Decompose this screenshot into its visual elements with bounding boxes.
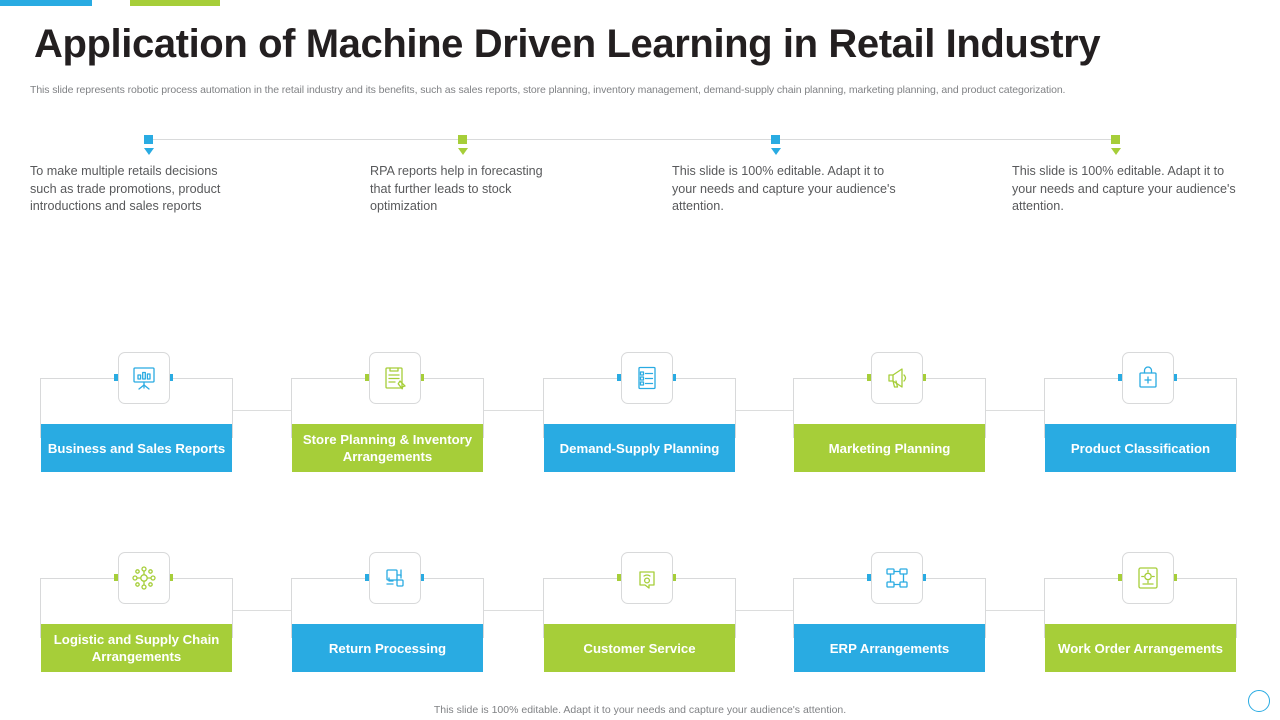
timeline-node-text: This slide is 100% editable. Adapt it to… xyxy=(672,164,896,213)
page-subtitle: This slide represents robotic process au… xyxy=(30,84,1066,96)
card-label-text: Customer Service xyxy=(583,640,696,656)
card-label-text: Logistic and Supply Chain Arrangements xyxy=(53,632,220,664)
card-label-text: Store Planning & Inventory Arrangements xyxy=(302,432,473,464)
card-connector-line xyxy=(736,610,793,611)
card-marker-dot-right xyxy=(166,574,173,581)
clipboard-store-icon xyxy=(368,352,421,404)
card-label: Marketing Planning xyxy=(794,424,985,472)
card-label: Demand-Supply Planning xyxy=(544,424,735,472)
timeline-marker-square xyxy=(771,135,780,144)
card-marker-dot-right xyxy=(669,374,676,381)
top-accent-bars xyxy=(0,0,220,6)
card-label-text: Demand-Supply Planning xyxy=(559,440,720,456)
work-order-icon xyxy=(1121,552,1174,604)
presentation-chart-icon xyxy=(117,352,170,404)
headset-support-icon xyxy=(620,552,673,604)
card-label-text: Product Classification xyxy=(1070,440,1211,456)
card-connector-line xyxy=(484,410,543,411)
card-label: Logistic and Supply Chain Arrangements xyxy=(41,624,232,672)
card-label: Work Order Arrangements xyxy=(1045,624,1236,672)
card-connector-line xyxy=(233,410,291,411)
card-connector-line xyxy=(986,610,1044,611)
card-marker-dot-right xyxy=(1170,374,1177,381)
card-label: Business and Sales Reports xyxy=(41,424,232,472)
card-label-text: Marketing Planning xyxy=(828,440,951,456)
card-marker-dot-right xyxy=(1170,574,1177,581)
megaphone-icon xyxy=(870,352,923,404)
card-label: Product Classification xyxy=(1045,424,1236,472)
timeline-axis xyxy=(148,139,1120,140)
card-marker-dot-right xyxy=(919,574,926,581)
card-connector-line xyxy=(233,610,291,611)
page-title: Application of Machine Driven Learning i… xyxy=(34,22,1101,66)
card-label: ERP Arrangements xyxy=(794,624,985,672)
product-tag-icon xyxy=(1121,352,1174,404)
checklist-icon xyxy=(620,352,673,404)
timeline-marker-square xyxy=(144,135,153,144)
card-label-text: Return Processing xyxy=(328,640,447,656)
corner-circle-decoration xyxy=(1248,690,1270,712)
card-marker-dot-right xyxy=(417,574,424,581)
return-box-icon xyxy=(368,552,421,604)
timeline-marker-square xyxy=(458,135,467,144)
footer-note: This slide is 100% editable. Adapt it to… xyxy=(433,704,847,716)
accent-bar-blue xyxy=(0,0,92,6)
timeline-caret-icon xyxy=(771,148,781,155)
card-label-text: ERP Arrangements xyxy=(829,640,950,656)
card-label: Customer Service xyxy=(544,624,735,672)
card-connector-line xyxy=(736,410,793,411)
timeline-marker-square xyxy=(1111,135,1120,144)
card-label: Store Planning & Inventory Arrangements xyxy=(292,424,483,472)
timeline-node-text: This slide is 100% editable. Adapt it to… xyxy=(1012,164,1236,213)
card-marker-dot-right xyxy=(919,374,926,381)
timeline-caret-icon xyxy=(458,148,468,155)
card-marker-dot-right xyxy=(669,574,676,581)
card-marker-dot-right xyxy=(417,374,424,381)
accent-bar-green xyxy=(130,0,220,6)
erp-diagram-icon xyxy=(870,552,923,604)
card-label-text: Work Order Arrangements xyxy=(1058,640,1223,656)
network-node-icon xyxy=(117,552,170,604)
card-marker-dot-right xyxy=(166,374,173,381)
card-connector-line xyxy=(484,610,543,611)
card-connector-line xyxy=(986,410,1044,411)
card-label-text: Business and Sales Reports xyxy=(47,440,226,456)
card-label: Return Processing xyxy=(292,624,483,672)
timeline-node-text: To make multiple retails decisions such … xyxy=(30,164,221,213)
timeline-caret-icon xyxy=(144,148,154,155)
timeline-node-text: RPA reports help in forecasting that fur… xyxy=(370,164,543,213)
timeline-caret-icon xyxy=(1111,148,1121,155)
accent-bar-gap xyxy=(92,0,130,6)
